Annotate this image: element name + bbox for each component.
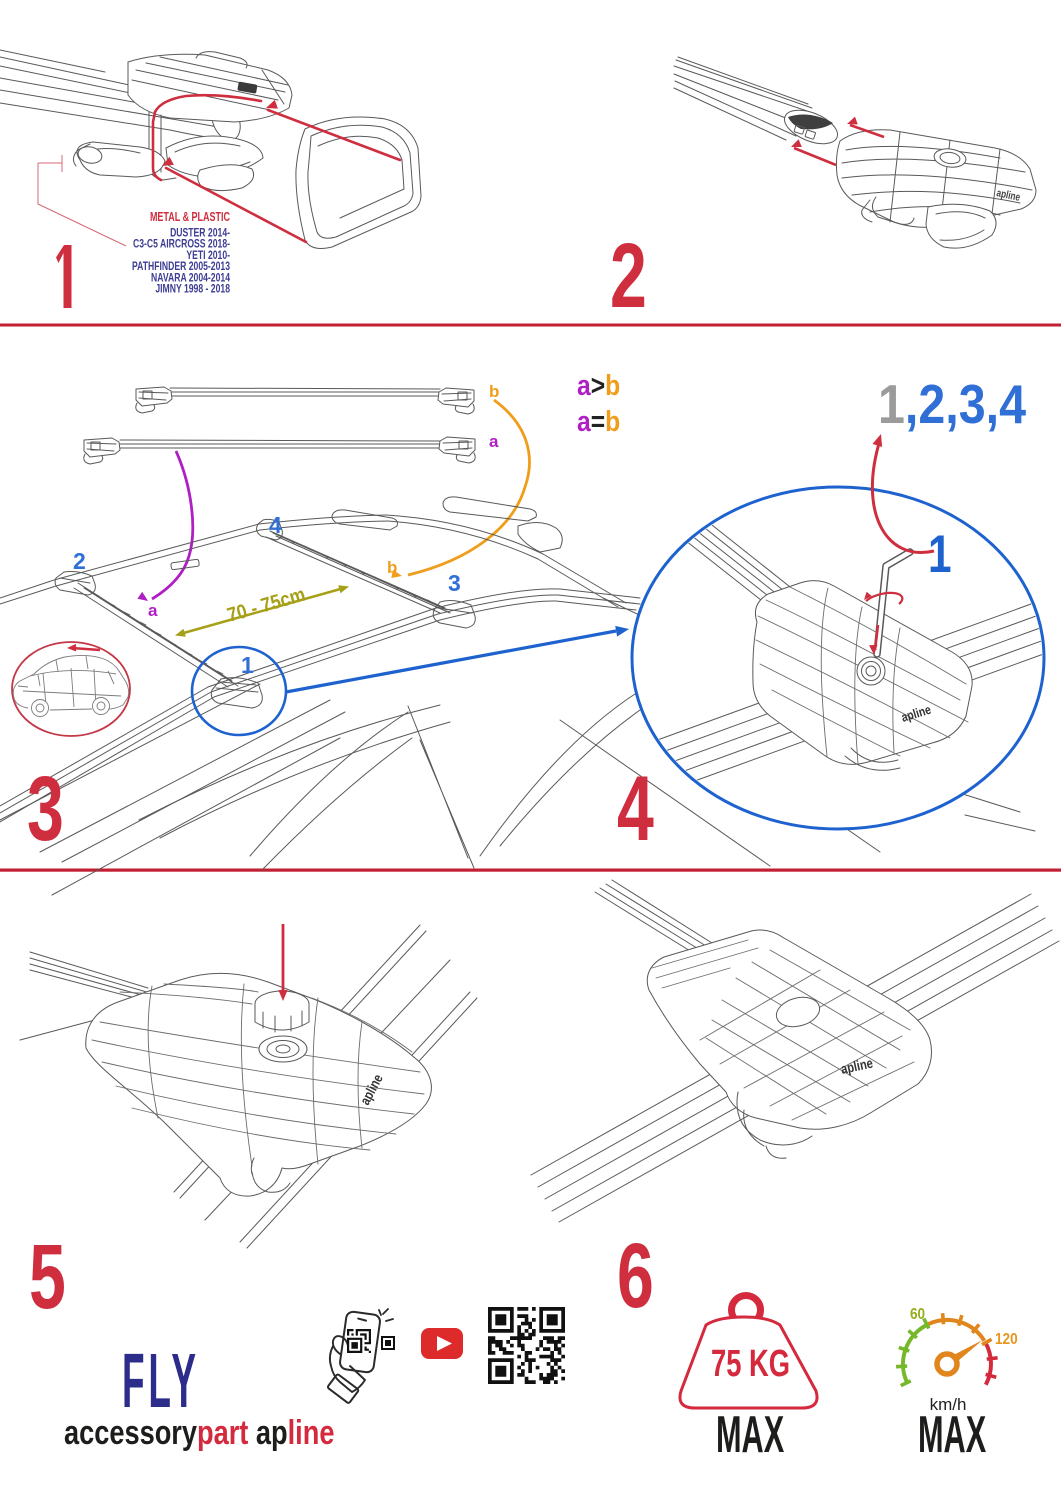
svg-text:km/h: km/h: [930, 1395, 967, 1414]
svg-text:2: 2: [73, 548, 86, 574]
svg-text:2: 2: [610, 223, 647, 326]
svg-text:1: 1: [928, 526, 952, 585]
svg-text:METAL & PLASTIC: METAL & PLASTIC: [150, 211, 230, 225]
svg-text:a=b: a=b: [577, 405, 620, 437]
svg-text:a: a: [489, 432, 499, 451]
svg-text:6: 6: [617, 1223, 654, 1326]
svg-text:a>b: a>b: [577, 369, 620, 401]
svg-text:MAX: MAX: [918, 1406, 987, 1464]
svg-text:120: 120: [995, 1331, 1018, 1348]
svg-text:YETI 2010-: YETI 2010-: [186, 250, 230, 263]
svg-text:3: 3: [27, 756, 64, 859]
svg-text:MAX: MAX: [716, 1406, 785, 1464]
svg-text:b: b: [387, 558, 397, 577]
svg-text:accessorypart apline: accessorypart apline: [64, 1413, 334, 1452]
svg-text:3: 3: [448, 570, 461, 596]
svg-text:1: 1: [241, 652, 254, 678]
svg-text:PATHFINDER 2005-2013: PATHFINDER 2005-2013: [132, 261, 230, 274]
svg-text:FLY: FLY: [122, 1337, 200, 1424]
svg-text:b: b: [489, 382, 499, 401]
svg-text:4: 4: [269, 512, 282, 538]
svg-text:1,2,3,4: 1,2,3,4: [878, 373, 1026, 435]
svg-text:JIMNY 1998 - 2018: JIMNY 1998 - 2018: [155, 283, 230, 296]
svg-text:75 KG: 75 KG: [711, 1343, 790, 1385]
svg-text:C3-C5 AIRCROSS 2018-: C3-C5 AIRCROSS 2018-: [133, 239, 230, 252]
svg-text:a: a: [148, 601, 158, 620]
svg-text:4: 4: [617, 756, 654, 859]
svg-text:5: 5: [29, 1224, 66, 1327]
svg-text:60: 60: [910, 1306, 925, 1323]
svg-text:DUSTER 2014-: DUSTER 2014-: [170, 227, 230, 240]
svg-text:apline: apline: [995, 187, 1021, 204]
svg-text:apline: apline: [839, 1055, 874, 1077]
svg-text:NAVARA 2004-2014: NAVARA 2004-2014: [151, 272, 230, 285]
